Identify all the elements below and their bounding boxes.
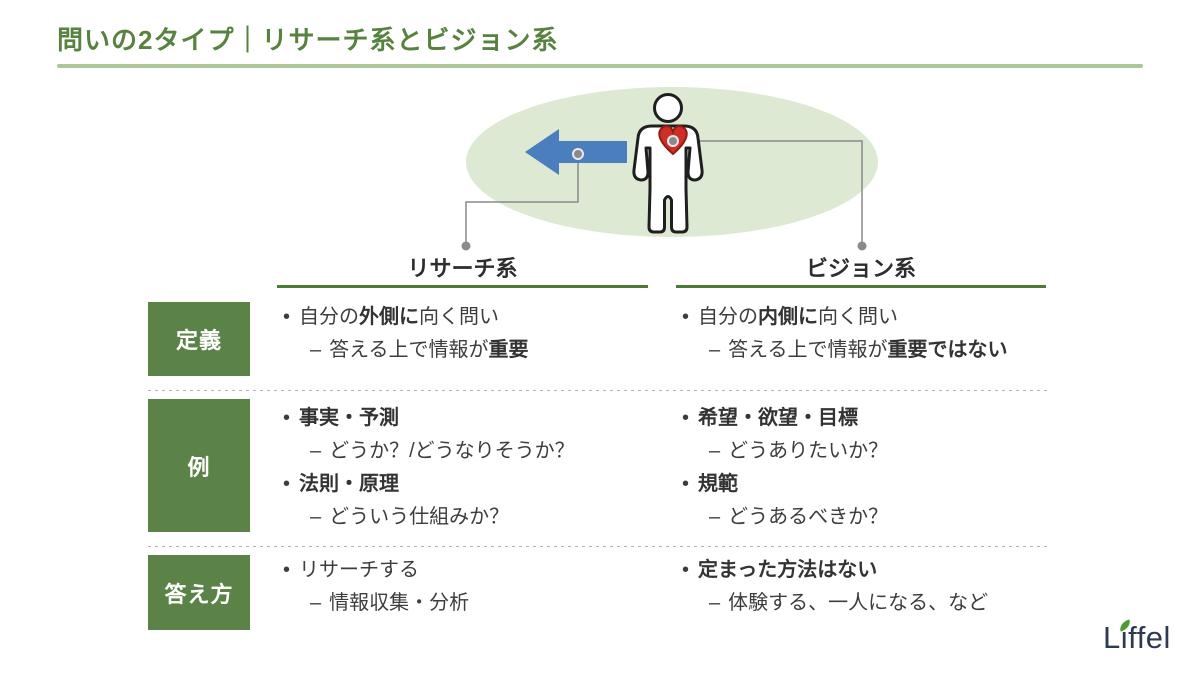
table-row: 例•事実・予測–どうか？/どうなりそうか？•法則・原理–どういう仕組みか？•希望… xyxy=(148,399,1048,542)
concept-diagram xyxy=(461,87,878,251)
dash-glyph: – xyxy=(310,592,322,614)
text-segment: 規範 xyxy=(698,473,739,495)
sub-item: –答える上で情報が重要ではない xyxy=(682,338,1048,362)
column-header-research: リサーチ系 xyxy=(277,251,648,288)
text-segment: 自分の xyxy=(698,306,759,328)
dash-glyph: – xyxy=(709,592,721,614)
dash-glyph: – xyxy=(709,440,721,462)
text-segment: 答える上で情報が xyxy=(329,339,489,361)
bullet-glyph: • xyxy=(682,559,690,581)
dash-glyph: – xyxy=(310,339,322,361)
text-segment: どうあるべきか？ xyxy=(728,506,889,528)
row-separator xyxy=(148,546,1051,547)
bullet-item: • 定まった方法はない xyxy=(682,558,1048,582)
text-segment: 内側に xyxy=(758,306,819,328)
text-segment: 希望・欲望・目標 xyxy=(698,407,859,429)
text-segment: 法則・原理 xyxy=(299,473,400,495)
text-segment: 事実・予測 xyxy=(299,407,400,429)
bullet-item: • 規範 xyxy=(682,472,1048,496)
bullet-item: • 自分の内側に向く問い xyxy=(682,305,1048,329)
bullet-glyph: • xyxy=(682,306,690,328)
connector-dot xyxy=(857,241,867,251)
dash-glyph: – xyxy=(310,440,322,462)
bullet-glyph: • xyxy=(283,407,291,429)
bullet-item: • 希望・欲望・目標 xyxy=(682,406,1048,430)
anchor-handle xyxy=(572,148,584,160)
anchor-handle xyxy=(667,135,679,147)
sub-item: –どうありたいか？ xyxy=(682,439,1048,463)
cell-left: • 自分の外側に向く問い –答える上で情報が重要 xyxy=(283,302,660,371)
text-segment: 情報収集・分析 xyxy=(329,592,470,614)
bullet-glyph: • xyxy=(283,473,291,495)
cell-left: • リサーチする –情報収集・分析 xyxy=(283,555,660,624)
connector-line xyxy=(673,140,863,242)
connector-dot xyxy=(461,241,471,251)
row-label: 例 xyxy=(148,399,250,532)
cell-right: • 定まった方法はない –体験する、一人になる、など xyxy=(682,555,1048,624)
connector-line xyxy=(465,154,579,242)
dash-glyph: – xyxy=(310,506,322,528)
row-label: 定義 xyxy=(148,302,250,376)
text-segment: どういう仕組みか？ xyxy=(329,506,510,528)
sub-item: –どうあるべきか？ xyxy=(682,505,1048,529)
logo-i-char: i xyxy=(1120,620,1129,655)
text-segment: 外側に xyxy=(359,306,420,328)
text-segment: 定まった方法はない xyxy=(698,559,878,581)
text-segment: 向く問い xyxy=(818,306,899,328)
text-segment: どうか？/どうなりそうか？ xyxy=(329,440,575,462)
sub-item: –答える上で情報が重要 xyxy=(283,338,660,362)
table-row: 定義•自分の外側に向く問い–答える上で情報が重要•自分の内側に向く問い–答える上… xyxy=(148,302,1048,386)
bullet-item: • リサーチする xyxy=(283,558,660,582)
table-row: 答え方•リサーチする–情報収集・分析•定まった方法はない–体験する、一人になる、… xyxy=(148,555,1048,635)
text-segment: 答える上で情報が xyxy=(728,339,888,361)
bullet-item: • 自分の外側に向く問い xyxy=(283,305,660,329)
bullet-glyph: • xyxy=(283,559,291,581)
sub-item: –体験する、一人になる、など xyxy=(682,591,1048,615)
sub-item: –どうか？/どうなりそうか？ xyxy=(283,439,660,463)
text-segment: 向く問い xyxy=(419,306,500,328)
text-segment: どうありたいか？ xyxy=(728,440,889,462)
bullet-item: • 法則・原理 xyxy=(283,472,660,496)
page-title: 問いの2タイプ｜リサーチ系とビジョン系 xyxy=(57,25,559,55)
bullet-glyph: • xyxy=(283,306,291,328)
cell-right: • 自分の内側に向く問い –答える上で情報が重要ではない xyxy=(682,302,1048,371)
dash-glyph: – xyxy=(709,506,721,528)
bullet-glyph: • xyxy=(682,407,690,429)
bullet-glyph: • xyxy=(682,473,690,495)
bullet-item: • 事実・予測 xyxy=(283,406,660,430)
title-underline xyxy=(57,64,1143,68)
dash-glyph: – xyxy=(709,339,721,361)
comparison-table: 定義•自分の外側に向く問い–答える上で情報が重要•自分の内側に向く問い–答える上… xyxy=(148,302,1051,635)
text-segment: 重要 xyxy=(488,339,529,361)
row-separator xyxy=(148,390,1051,391)
text-segment: リサーチする xyxy=(299,559,420,581)
sub-item: –情報収集・分析 xyxy=(283,591,660,615)
text-segment: 体験する、一人になる、など xyxy=(728,592,989,614)
sub-item: –どういう仕組みか？ xyxy=(283,505,660,529)
logo-letter-i: i xyxy=(1117,619,1132,656)
row-label: 答え方 xyxy=(148,555,250,630)
text-segment: 重要ではない xyxy=(887,339,1008,361)
logo-letter-l: L xyxy=(1103,620,1121,655)
cell-right: •希望・欲望・目標–どうありたいか？•規範–どうあるべきか？ xyxy=(682,399,1048,538)
person-icon xyxy=(632,93,704,234)
text-segment: 自分の xyxy=(299,306,360,328)
logo-letters-rest: ffel xyxy=(1128,620,1171,655)
cell-left: •事実・予測–どうか？/どうなりそうか？•法則・原理–どういう仕組みか？ xyxy=(283,399,660,538)
column-header-vision: ビジョン系 xyxy=(676,251,1046,288)
